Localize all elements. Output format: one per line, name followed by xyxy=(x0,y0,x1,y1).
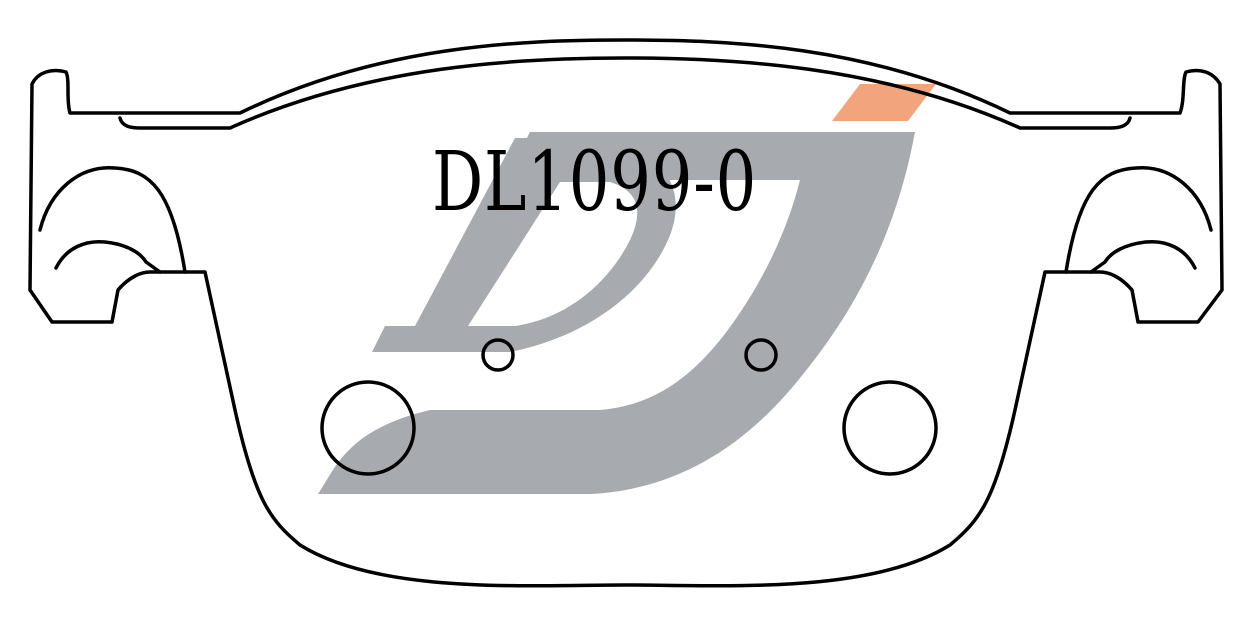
top-inner-line xyxy=(118,56,1132,130)
outer-contour xyxy=(28,38,1224,588)
watermark-logo xyxy=(318,84,936,494)
left-ear-curve xyxy=(38,166,187,274)
left-ear-inner xyxy=(54,239,162,274)
part-code-label: DL1099-0 xyxy=(432,135,758,230)
logo-accent-shape xyxy=(832,84,936,121)
right-large-hole xyxy=(842,380,938,476)
right-ear-curve xyxy=(1064,166,1213,274)
logo-d-shape xyxy=(372,138,676,352)
backing-plate-outline xyxy=(28,38,1224,588)
left-small-hole xyxy=(481,338,515,372)
right-small-hole xyxy=(744,338,778,372)
right-ear-inner xyxy=(1089,239,1197,274)
logo-j-shape xyxy=(318,132,915,494)
mounting-holes xyxy=(320,338,938,476)
left-large-hole xyxy=(320,380,416,476)
